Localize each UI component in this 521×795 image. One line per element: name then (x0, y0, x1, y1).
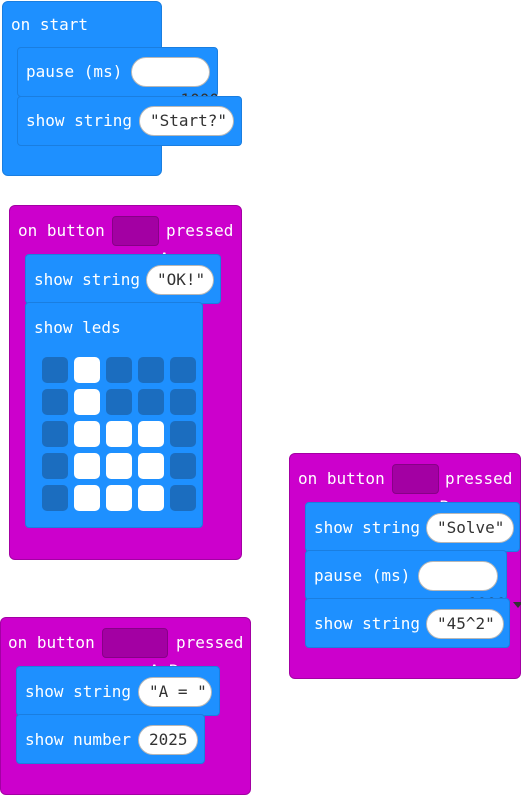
led-r2-c2[interactable] (106, 421, 132, 447)
led-r1-c4[interactable] (170, 389, 196, 415)
show-leds-block[interactable]: show leds (25, 302, 203, 528)
led-r4-c3[interactable] (138, 485, 164, 511)
led-r0-c1[interactable] (74, 357, 100, 383)
show-string-block-a[interactable]: show string "OK!" (25, 254, 221, 304)
show-number-input[interactable]: 2025 (138, 725, 198, 755)
led-r1-c3[interactable] (138, 389, 164, 415)
led-r3-c4[interactable] (170, 453, 196, 479)
on-button-label: on button (18, 221, 105, 240)
on-button-label: on button (298, 469, 385, 488)
show-string-input[interactable]: "Solve" (426, 513, 514, 543)
led-r0-c4[interactable] (170, 357, 196, 383)
button-b-dropdown[interactable]: B (392, 464, 467, 516)
show-string-label: show string (314, 518, 420, 537)
led-r3-c2[interactable] (106, 453, 132, 479)
on-start-label: on start (11, 15, 89, 34)
led-r1-c0[interactable] (42, 389, 68, 415)
show-string-block-ab[interactable]: show string "A = " (16, 666, 220, 716)
button-ab-dropdown[interactable]: A+B (102, 628, 196, 680)
pressed-label: pressed (176, 633, 244, 652)
led-r2-c4[interactable] (170, 421, 196, 447)
led-r3-c3[interactable] (138, 453, 164, 479)
button-a-dropdown[interactable]: A (112, 216, 187, 268)
led-r4-c0[interactable] (42, 485, 68, 511)
show-string-input[interactable]: "OK!" (146, 265, 214, 295)
led-r2-c3[interactable] (138, 421, 164, 447)
show-string-input[interactable]: "A = " (138, 677, 212, 707)
led-r4-c2[interactable] (106, 485, 132, 511)
show-string-block-b2[interactable]: show string "45^2" (305, 598, 510, 648)
led-r2-c0[interactable] (42, 421, 68, 447)
led-r0-c0[interactable] (42, 357, 68, 383)
pause-block-b[interactable]: pause (ms) 1000 (305, 550, 521, 613)
led-r0-c3[interactable] (138, 357, 164, 383)
show-string-block-start[interactable]: show string "Start?" (17, 96, 242, 146)
show-string-input[interactable]: "Start?" (139, 106, 234, 136)
led-r1-c1[interactable] (74, 389, 100, 415)
led-r3-c1[interactable] (74, 453, 100, 479)
show-string-block-b1[interactable]: show string "Solve" (305, 502, 520, 552)
led-grid (26, 303, 202, 527)
pause-duration-dropdown[interactable]: 1000 (131, 57, 237, 109)
pressed-label: pressed (445, 469, 513, 488)
show-string-label: show string (314, 614, 420, 633)
led-r4-c4[interactable] (170, 485, 196, 511)
show-string-label: show string (26, 111, 132, 130)
show-string-input[interactable]: "45^2" (426, 609, 504, 639)
on-button-label: on button (8, 633, 95, 652)
led-r1-c2[interactable] (106, 389, 132, 415)
pause-block-start[interactable]: pause (ms) 1000 (17, 47, 237, 109)
pause-label: pause (ms) (314, 566, 411, 585)
led-r3-c0[interactable] (42, 453, 68, 479)
led-r0-c2[interactable] (106, 357, 132, 383)
show-number-block-ab[interactable]: show number 2025 (16, 714, 205, 764)
show-number-label: show number (25, 730, 131, 749)
pause-label: pause (ms) (26, 62, 123, 81)
show-leds-label: show leds (34, 318, 121, 337)
led-r4-c1[interactable] (74, 485, 100, 511)
pressed-label: pressed (166, 221, 234, 240)
chevron-down-icon (513, 601, 521, 608)
show-string-label: show string (25, 682, 131, 701)
led-r2-c1[interactable] (74, 421, 100, 447)
show-string-label: show string (34, 270, 140, 289)
pause-duration-dropdown[interactable]: 1000 (418, 561, 521, 613)
